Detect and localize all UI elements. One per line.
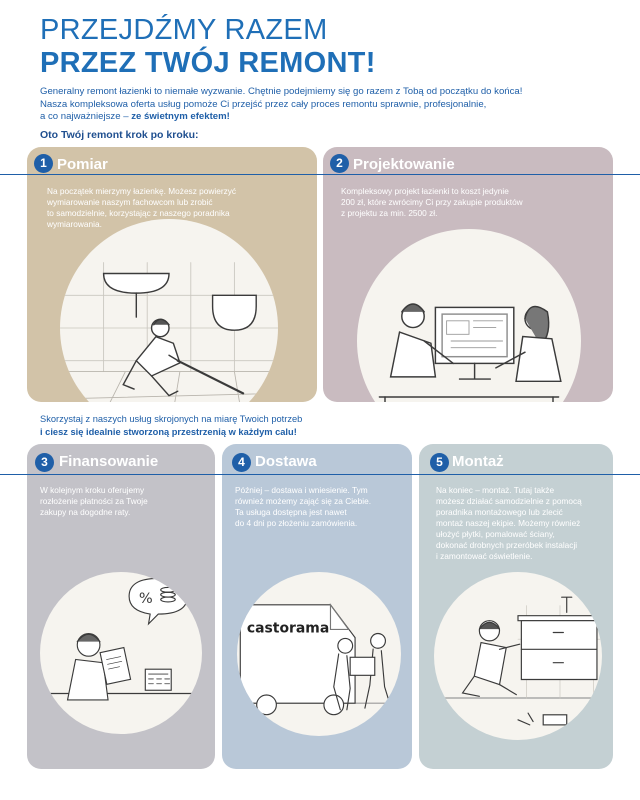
- step-number-badge: 3: [35, 453, 54, 472]
- financing-illustration: %: [40, 572, 202, 734]
- middle-line-2-bold: i ciesz się idealnie stworzoną przestrze…: [40, 426, 297, 437]
- step-title: Projektowanie: [353, 156, 455, 173]
- step-line: również możemy zająć się za Ciebie.: [235, 496, 372, 506]
- step-line: Później – dostawa i wniesienie. Tym: [235, 485, 368, 495]
- step-title: Finansowanie: [59, 453, 159, 470]
- step-card-measurement: Pomiar Na początek mierzymy łazienkę. Mo…: [27, 147, 317, 402]
- step-line: Na początek mierzymy łazienkę. Możesz po…: [47, 186, 237, 196]
- intro-line-3: a co najważniejsze – ze świetnym efektem…: [40, 111, 580, 124]
- installation-illustration: [434, 572, 602, 740]
- middle-line-1: Skorzystaj z naszych usług skrojonych na…: [40, 414, 303, 424]
- connector-line: [0, 174, 640, 175]
- step-line: wymiarowania.: [47, 219, 102, 229]
- step-line: to samodzielnie, korzystając z naszego p…: [47, 208, 230, 218]
- intro-line-3-plain: a co najważniejsze –: [40, 111, 132, 122]
- step-line: zakupy na dogodne raty.: [40, 507, 131, 517]
- step-title: Dostawa: [255, 453, 317, 470]
- step-line: 200 zł, które zwrócimy Ci przy zakupie p…: [341, 197, 523, 207]
- step-line: W kolejnym kroku oferujemy: [40, 485, 145, 495]
- intro-line-1: Generalny remont łazienki to niemałe wyz…: [40, 86, 523, 97]
- step-line: wymiarowanie naszym fachowcom lub zrobić: [47, 197, 213, 207]
- van-brand-text: castorama: [247, 621, 329, 637]
- step-line: Ta usługa dostępna jest nawet: [235, 507, 347, 517]
- step-number-badge: 2: [330, 154, 349, 173]
- step-card-installation: Montaż Na koniec – montaż. Tutaj także m…: [419, 444, 613, 769]
- step-line: Kompleksowy projekt łazienki to koszt je…: [341, 186, 509, 196]
- measurement-illustration: [60, 219, 278, 402]
- step-line: rozłożenie płatności za Twoje: [40, 496, 148, 506]
- step-card-financing: Finansowanie W kolejnym kroku oferujemy …: [27, 444, 215, 769]
- intro-line-3-bold: ze świetnym efektem!: [131, 111, 230, 122]
- step-line: ułożyć płytki, pomalować ściany,: [436, 529, 555, 539]
- step-number-badge: 5: [430, 453, 449, 472]
- step-line: Na koniec – montaż. Tutaj także: [436, 485, 555, 495]
- delivery-illustration: castorama: [237, 572, 401, 736]
- step-description: Na koniec – montaż. Tutaj także możesz d…: [436, 485, 582, 562]
- design-illustration: [357, 229, 581, 402]
- step-line: dokonać drobnych przeróbek instalacji: [436, 540, 578, 550]
- step-line: z projektu za min. 2500 zł.: [341, 208, 438, 218]
- step-number-badge: 4: [232, 453, 251, 472]
- page-title: PRZEJDŹMY RAZEM PRZEZ TWÓJ REMONT!: [40, 14, 376, 80]
- step-number-badge: 1: [34, 154, 53, 173]
- step-description: Później – dostawa i wniesienie. Tym równ…: [235, 485, 371, 529]
- steps-heading: Oto Twój remont krok po kroku:: [40, 129, 199, 141]
- step-title: Pomiar: [57, 156, 108, 173]
- step-line: do 4 dni po złożeniu zamówienia.: [235, 518, 358, 528]
- connector-line: [0, 474, 640, 475]
- step-title: Montaż: [452, 453, 504, 470]
- title-line-2: PRZEZ TWÓJ REMONT!: [40, 47, 376, 79]
- svg-text:%: %: [139, 590, 153, 607]
- title-line-1: PRZEJDŹMY RAZEM: [40, 14, 328, 46]
- intro-line-2: Nasza kompleksowa oferta usług pomoże Ci…: [40, 98, 487, 110]
- middle-line-2: i ciesz się idealnie stworzoną przestrze…: [40, 426, 370, 439]
- step-line: montaż naszej ekipie. Możemy również: [436, 518, 581, 528]
- step-card-delivery: Dostawa Później – dostawa i wniesienie. …: [222, 444, 412, 769]
- intro-text: Generalny remont łazienki to niemałe wyz…: [40, 86, 580, 124]
- step-line: poradnika montażowego lub zlecić: [436, 507, 563, 517]
- middle-message: Skorzystaj z naszych usług skrojonych na…: [40, 413, 370, 438]
- step-line: i zamontować oświetlenie.: [436, 551, 533, 561]
- step-description: Na początek mierzymy łazienkę. Możesz po…: [47, 186, 236, 230]
- step-description: W kolejnym kroku oferujemy rozłożenie pł…: [40, 485, 148, 518]
- step-card-design: Projektowanie Kompleksowy projekt łazien…: [323, 147, 613, 402]
- step-description: Kompleksowy projekt łazienki to koszt je…: [341, 186, 523, 219]
- step-line: możesz działać samodzielnie z pomocą: [436, 496, 582, 506]
